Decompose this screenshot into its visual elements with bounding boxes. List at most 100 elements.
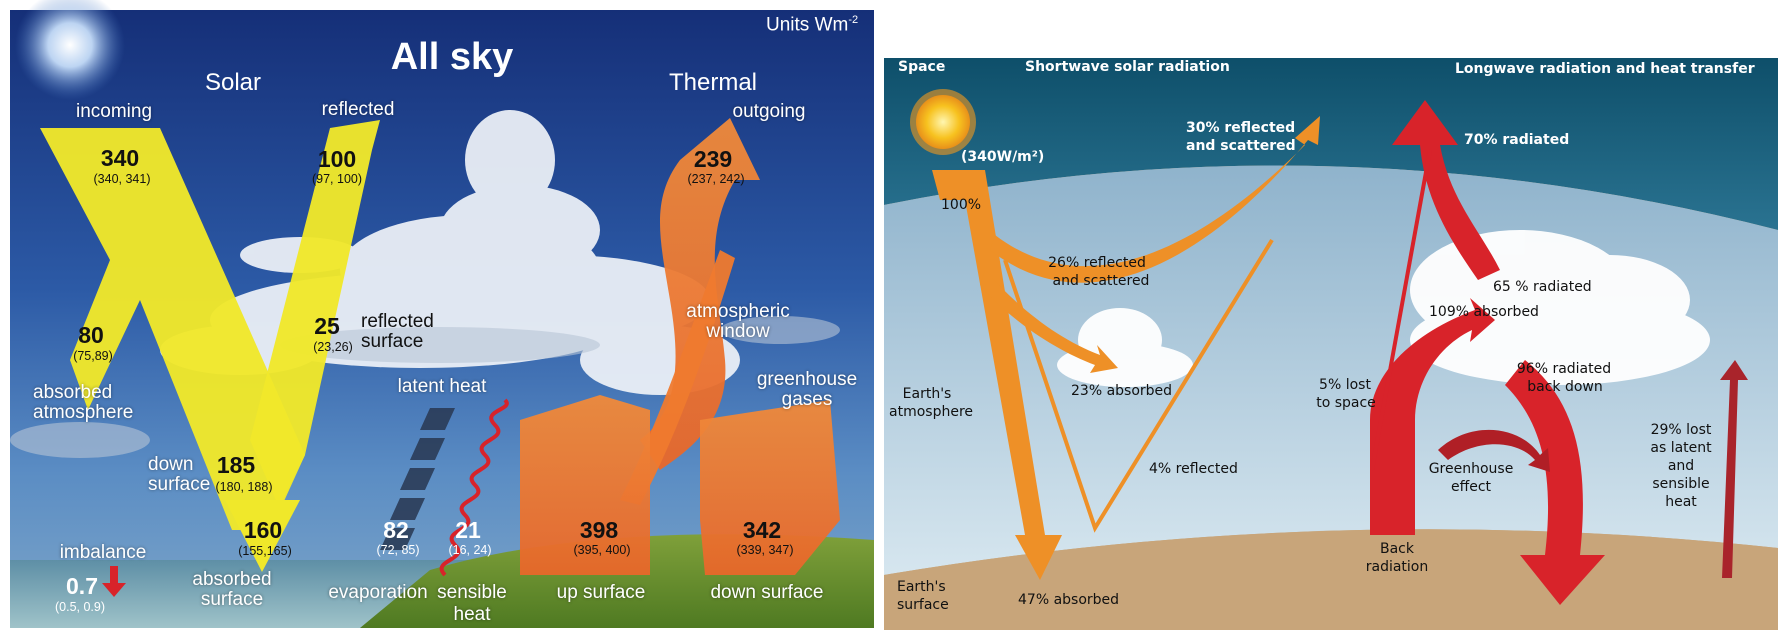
earth-atmosphere-label-1: Earth's	[902, 386, 952, 402]
latent-heat-label: latent heat	[397, 376, 487, 397]
outgoing-thermal-arrow	[640, 118, 760, 470]
greenhouse-effect-label-1: Greenhouse	[1428, 461, 1514, 477]
back-radiation-arrow	[1505, 360, 1605, 605]
down-surface-solar-range: (180, 188)	[215, 480, 273, 494]
solar-heading: Solar	[204, 69, 262, 96]
absorbed-surface-value: 160	[243, 517, 283, 543]
reflected-4-label: 4% reflected	[1149, 461, 1238, 477]
incoming-solar-arrow	[40, 128, 305, 530]
outgoing-range: (237, 242)	[687, 172, 745, 186]
radiated-96-label-2: back down	[1527, 379, 1603, 395]
imbalance-value: 0.7	[66, 573, 98, 599]
lost-29-label-1: 29% lost	[1650, 422, 1712, 438]
space-label: Space	[898, 59, 946, 75]
radiated-65-label: 65 % radiated	[1493, 279, 1592, 295]
lost-29-label-3: and	[1667, 458, 1695, 474]
longwave-heading: Longwave radiation and heat transfer	[1455, 61, 1755, 77]
absorbed-atmosphere-label-2: atmosphere	[33, 402, 134, 423]
incoming-label: incoming	[75, 101, 153, 122]
down-surface-thermal-range: (339, 347)	[736, 543, 794, 557]
left-title: All sky	[390, 36, 514, 78]
pct-100-label: 100%	[941, 197, 982, 213]
sensible-heat-label-1: sensible	[437, 582, 507, 603]
imbalance-label: imbalance	[59, 542, 147, 563]
atmospheric-window-label-1: atmospheric	[686, 301, 790, 322]
absorbed-surface-range: (155,165)	[238, 544, 292, 558]
radiated-70-label: 70% radiated	[1464, 132, 1570, 148]
reflected-surface-range: (23,26)	[313, 340, 353, 354]
incoming-value: 340	[100, 145, 140, 171]
cloud-shadow-left	[10, 316, 840, 458]
reflected-surface-label-2: surface	[361, 331, 424, 352]
units-label: Units Wm-2	[766, 14, 859, 36]
greenhouse-effect-label-2: effect	[1450, 479, 1492, 495]
greenhouse-down-arrow	[700, 400, 840, 575]
reflected-30-arrow	[990, 116, 1320, 283]
lost-29-label-4: sensible	[1652, 476, 1710, 492]
up-surface-label: up surface	[556, 582, 646, 603]
outgoing-value: 239	[693, 146, 733, 172]
down-surface-solar-label-1: down	[148, 454, 194, 475]
latent-heat-arrow	[1720, 360, 1748, 578]
down-surface-thermal-label: down surface	[710, 582, 824, 603]
absorbed-23-label: 23% absorbed	[1071, 383, 1173, 399]
absorbed-23-arrow	[980, 270, 1118, 373]
absorbed-atmosphere-range: (75,89)	[73, 349, 113, 363]
greenhouse-gases-label-2: gases	[781, 389, 833, 410]
sensible-heat-label-2: heat	[453, 604, 491, 625]
imbalance-range: (0.5, 0.9)	[54, 600, 106, 614]
down-surface-thermal-value: 342	[742, 517, 782, 543]
imbalance-arrow-icon	[102, 566, 126, 597]
evaporation-range: (72, 85)	[376, 543, 420, 557]
reflected-30-label-1: 30% reflected	[1186, 120, 1296, 136]
reflected-4-path	[1003, 238, 1274, 533]
outgoing-label: outgoing	[732, 101, 806, 122]
back-radiation-label-2: radiation	[1365, 559, 1429, 575]
lost-29-label-2: as latent	[1650, 440, 1712, 456]
earth-surface-label-1: Earth's	[897, 579, 946, 595]
reflected-label: reflected	[321, 99, 395, 120]
sensible-heat-value: 21	[455, 517, 481, 543]
evaporation-value: 82	[383, 517, 409, 543]
thermal-heading: Thermal	[668, 69, 758, 96]
reflected-range: (97, 100)	[311, 172, 363, 186]
sun-glow-icon	[15, 0, 125, 100]
sun-icon	[910, 89, 976, 155]
atmospheric-window-label-2: window	[706, 321, 770, 342]
reflected-surface-label-1: reflected	[361, 311, 434, 332]
absorbed-47-label: 47% absorbed	[1018, 592, 1120, 608]
absorbed-surface-label-2: surface	[200, 589, 264, 610]
earth-atmosphere-label-2: atmosphere	[889, 404, 973, 420]
solar-input-arrow	[932, 170, 1062, 580]
back-radiation-label-1: Back	[1380, 541, 1414, 557]
absorbed-surface-label-1: absorbed	[192, 569, 272, 590]
lost-29-label-5: heat	[1665, 494, 1697, 510]
incoming-range: (340, 341)	[93, 172, 151, 186]
solar-input-label: (340W/m²)	[961, 149, 1045, 165]
greenhouse-effect-arrow	[1438, 429, 1550, 472]
up-surface-value: 398	[579, 517, 619, 543]
reflected-26-label-1: 26% reflected	[1048, 255, 1146, 271]
surface-radiation-arrow	[1370, 298, 1495, 535]
reflected-solar-arrow	[250, 120, 380, 510]
reflected-value: 100	[317, 146, 357, 172]
sensible-heat-range: (16, 24)	[448, 543, 492, 557]
lost-5-line	[1370, 149, 1432, 471]
reflected-30-label-2: and scattered	[1186, 138, 1296, 154]
absorbed-surface-arrow	[225, 500, 300, 572]
lost-5-label-2: to space	[1316, 395, 1376, 411]
absorbed-109-label: 109% absorbed	[1429, 304, 1539, 320]
sensible-heat-coils	[439, 398, 509, 577]
radiated-96-label-1: 96% radiated	[1516, 361, 1612, 377]
absorbed-atmosphere-value: 80	[78, 322, 104, 348]
down-surface-solar-label-2: surface	[148, 474, 211, 495]
reflected-surface-value: 25	[314, 313, 340, 339]
greenhouse-gases-label-1: greenhouse	[756, 369, 858, 390]
up-surface-range: (395, 400)	[573, 543, 631, 557]
evaporation-label: evaporation	[328, 582, 428, 603]
lost-5-label-1: 5% lost	[1319, 377, 1371, 393]
reflected-26-label-2: and scattered	[1052, 273, 1150, 289]
up-surface-arrow	[520, 395, 650, 575]
down-surface-solar-value: 185	[216, 452, 256, 478]
